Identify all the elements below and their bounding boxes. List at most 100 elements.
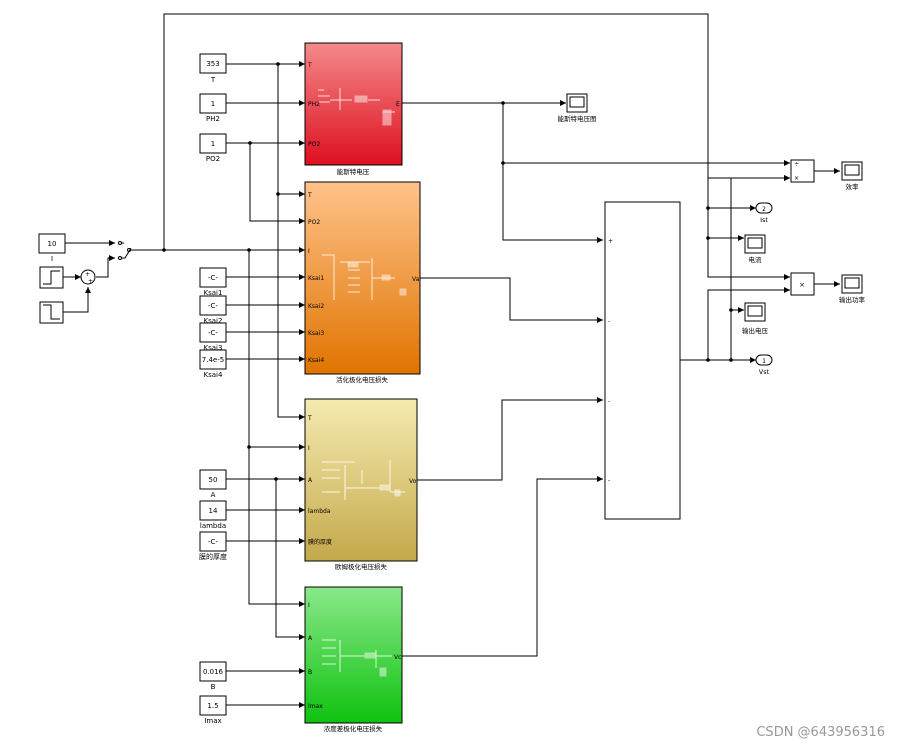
- constant-label: lambda: [200, 522, 226, 530]
- subsystem-inner-icon: [322, 460, 405, 500]
- constant-label: Ksai3: [204, 344, 223, 352]
- port-label: Ksai2: [308, 303, 324, 310]
- constant-I[interactable]: 10 I: [38, 233, 66, 263]
- subsystem-activation[interactable]: T PO2 I Ksai1 Ksai2 Ksai3 Ksai4 Va 活化极化电…: [304, 181, 421, 384]
- constant-value: 1.5: [207, 702, 218, 710]
- constant-value: -C-: [208, 274, 218, 282]
- constant-label: Imax: [204, 717, 221, 725]
- port-label: Ksai3: [308, 330, 324, 337]
- constant-value: 10: [48, 240, 57, 248]
- scope-current[interactable]: 电流: [744, 234, 766, 264]
- port-label: T: [307, 415, 312, 422]
- constant-Ksai2[interactable]: -C- Ksai2: [199, 295, 227, 325]
- subsystem-ohmic[interactable]: T I A lambda 膜的厚度 Vo 欧姆极化电压损失: [304, 398, 418, 571]
- port-label: I: [308, 602, 310, 609]
- port-label: Imax: [308, 703, 323, 710]
- sum-sign: +: [85, 271, 90, 278]
- constant-value: -C-: [208, 302, 218, 310]
- constant-value: 7.4e-5: [202, 356, 224, 364]
- constant-label: A: [211, 491, 216, 499]
- scope-efficiency[interactable]: 效率: [841, 161, 863, 191]
- scope-icon: [844, 164, 860, 176]
- sum-port-sign: -: [608, 398, 610, 405]
- outport-Vst[interactable]: 1 Vst: [755, 354, 773, 376]
- constant-label: Ksai1: [204, 289, 223, 297]
- port-label: Va: [412, 276, 420, 283]
- port-label: 膜的厚度: [308, 538, 332, 546]
- subsystem-label: 能斯特电压: [337, 167, 370, 176]
- port-label: PO2: [308, 219, 320, 226]
- product-sign: ÷: [794, 161, 799, 168]
- divide-block[interactable]: ÷ ×: [790, 159, 815, 183]
- sum-step-block[interactable]: + +: [80, 269, 96, 285]
- port-label: T: [307, 192, 312, 199]
- constant-label: 膜的厚度: [199, 552, 227, 561]
- watermark: CSDN @643956316: [756, 725, 885, 740]
- port-label: A: [308, 477, 313, 484]
- constant-PO2[interactable]: 1 PO2: [199, 133, 227, 163]
- subsystem-label: 欧姆极化电压损失: [335, 562, 388, 571]
- outport-Ist[interactable]: 2 Ist: [755, 202, 773, 224]
- wire-junctions: [162, 62, 733, 481]
- constant-label: PO2: [206, 155, 220, 163]
- constant-Imax[interactable]: 1.5 Imax: [199, 695, 227, 725]
- scope-voltage[interactable]: 输出电压: [742, 302, 769, 335]
- port-label: Ksai1: [308, 275, 324, 282]
- port-label: I: [308, 248, 310, 255]
- constant-Ksai1[interactable]: -C- Ksai1: [199, 267, 227, 297]
- constant-A[interactable]: 50 A: [199, 469, 227, 499]
- port-label: Vo: [409, 478, 417, 485]
- scope-power[interactable]: 输出功率: [839, 274, 866, 304]
- scope-icon: [747, 305, 763, 317]
- scope-label: 效率: [846, 182, 860, 191]
- step-down-icon: [43, 304, 60, 320]
- sum-sign: +: [88, 278, 93, 285]
- constant-PH2[interactable]: 1 PH2: [199, 93, 227, 123]
- sum-port-sign: +: [608, 238, 613, 245]
- port-label: T: [307, 62, 312, 69]
- constant-label: I: [51, 255, 53, 263]
- step-up-icon: [43, 270, 60, 285]
- constant-value: 1: [211, 140, 215, 148]
- switch-block[interactable]: [118, 241, 141, 260]
- port-label: E: [396, 101, 400, 108]
- subsystem-concentration[interactable]: I A B Imax Vc 浓度差极化电压损失: [304, 586, 403, 733]
- step-down-block[interactable]: [39, 301, 64, 324]
- constant-value: 50: [209, 476, 218, 484]
- sum-port-sign: -: [608, 318, 610, 325]
- constant-value: 14: [209, 507, 218, 515]
- sum-block[interactable]: + - - -: [604, 201, 681, 520]
- constant-Ksai4[interactable]: 7.4e-5 Ksai4: [199, 349, 227, 379]
- constant-label: T: [210, 76, 216, 84]
- outport-label: Vst: [759, 368, 770, 376]
- constant-lambda[interactable]: 14 lambda: [199, 500, 227, 530]
- port-label: B: [308, 669, 312, 676]
- subsystem-nernst[interactable]: T PH2 PO2 E 能斯特电压: [304, 42, 403, 176]
- port-label: PH2: [308, 101, 320, 108]
- signal-wires: [63, 13, 840, 708]
- subsystem-inner-icon: [322, 254, 407, 300]
- constant-label: B: [211, 683, 216, 691]
- constant-Ksai3[interactable]: -C- Ksai3: [199, 322, 227, 352]
- constant-thickness[interactable]: -C- 膜的厚度: [199, 531, 227, 561]
- constant-T[interactable]: 353 T: [199, 53, 227, 84]
- constant-label: PH2: [206, 115, 220, 123]
- port-label: I: [308, 445, 310, 452]
- subsystem-label: 浓度差极化电压损失: [324, 724, 383, 733]
- multiply-block[interactable]: ×: [790, 272, 815, 296]
- outport-label: Ist: [760, 216, 768, 224]
- subsystem-inner-icon: [322, 639, 392, 677]
- sum-port-sign: -: [608, 477, 610, 484]
- subsystem-inner-icon: [318, 88, 395, 126]
- scope-icon: [747, 237, 763, 249]
- port-label: Ksai4: [308, 357, 324, 364]
- product-sign: ×: [799, 281, 805, 289]
- scope-label: 输出电压: [742, 326, 769, 335]
- constant-value: -C-: [208, 329, 218, 337]
- step-up-block[interactable]: [39, 266, 64, 289]
- port-label: PO2: [308, 141, 320, 148]
- scope-nernst[interactable]: 能斯特电压图: [558, 93, 597, 123]
- constant-B[interactable]: 0.016 B: [199, 661, 227, 691]
- port-label: A: [308, 635, 313, 642]
